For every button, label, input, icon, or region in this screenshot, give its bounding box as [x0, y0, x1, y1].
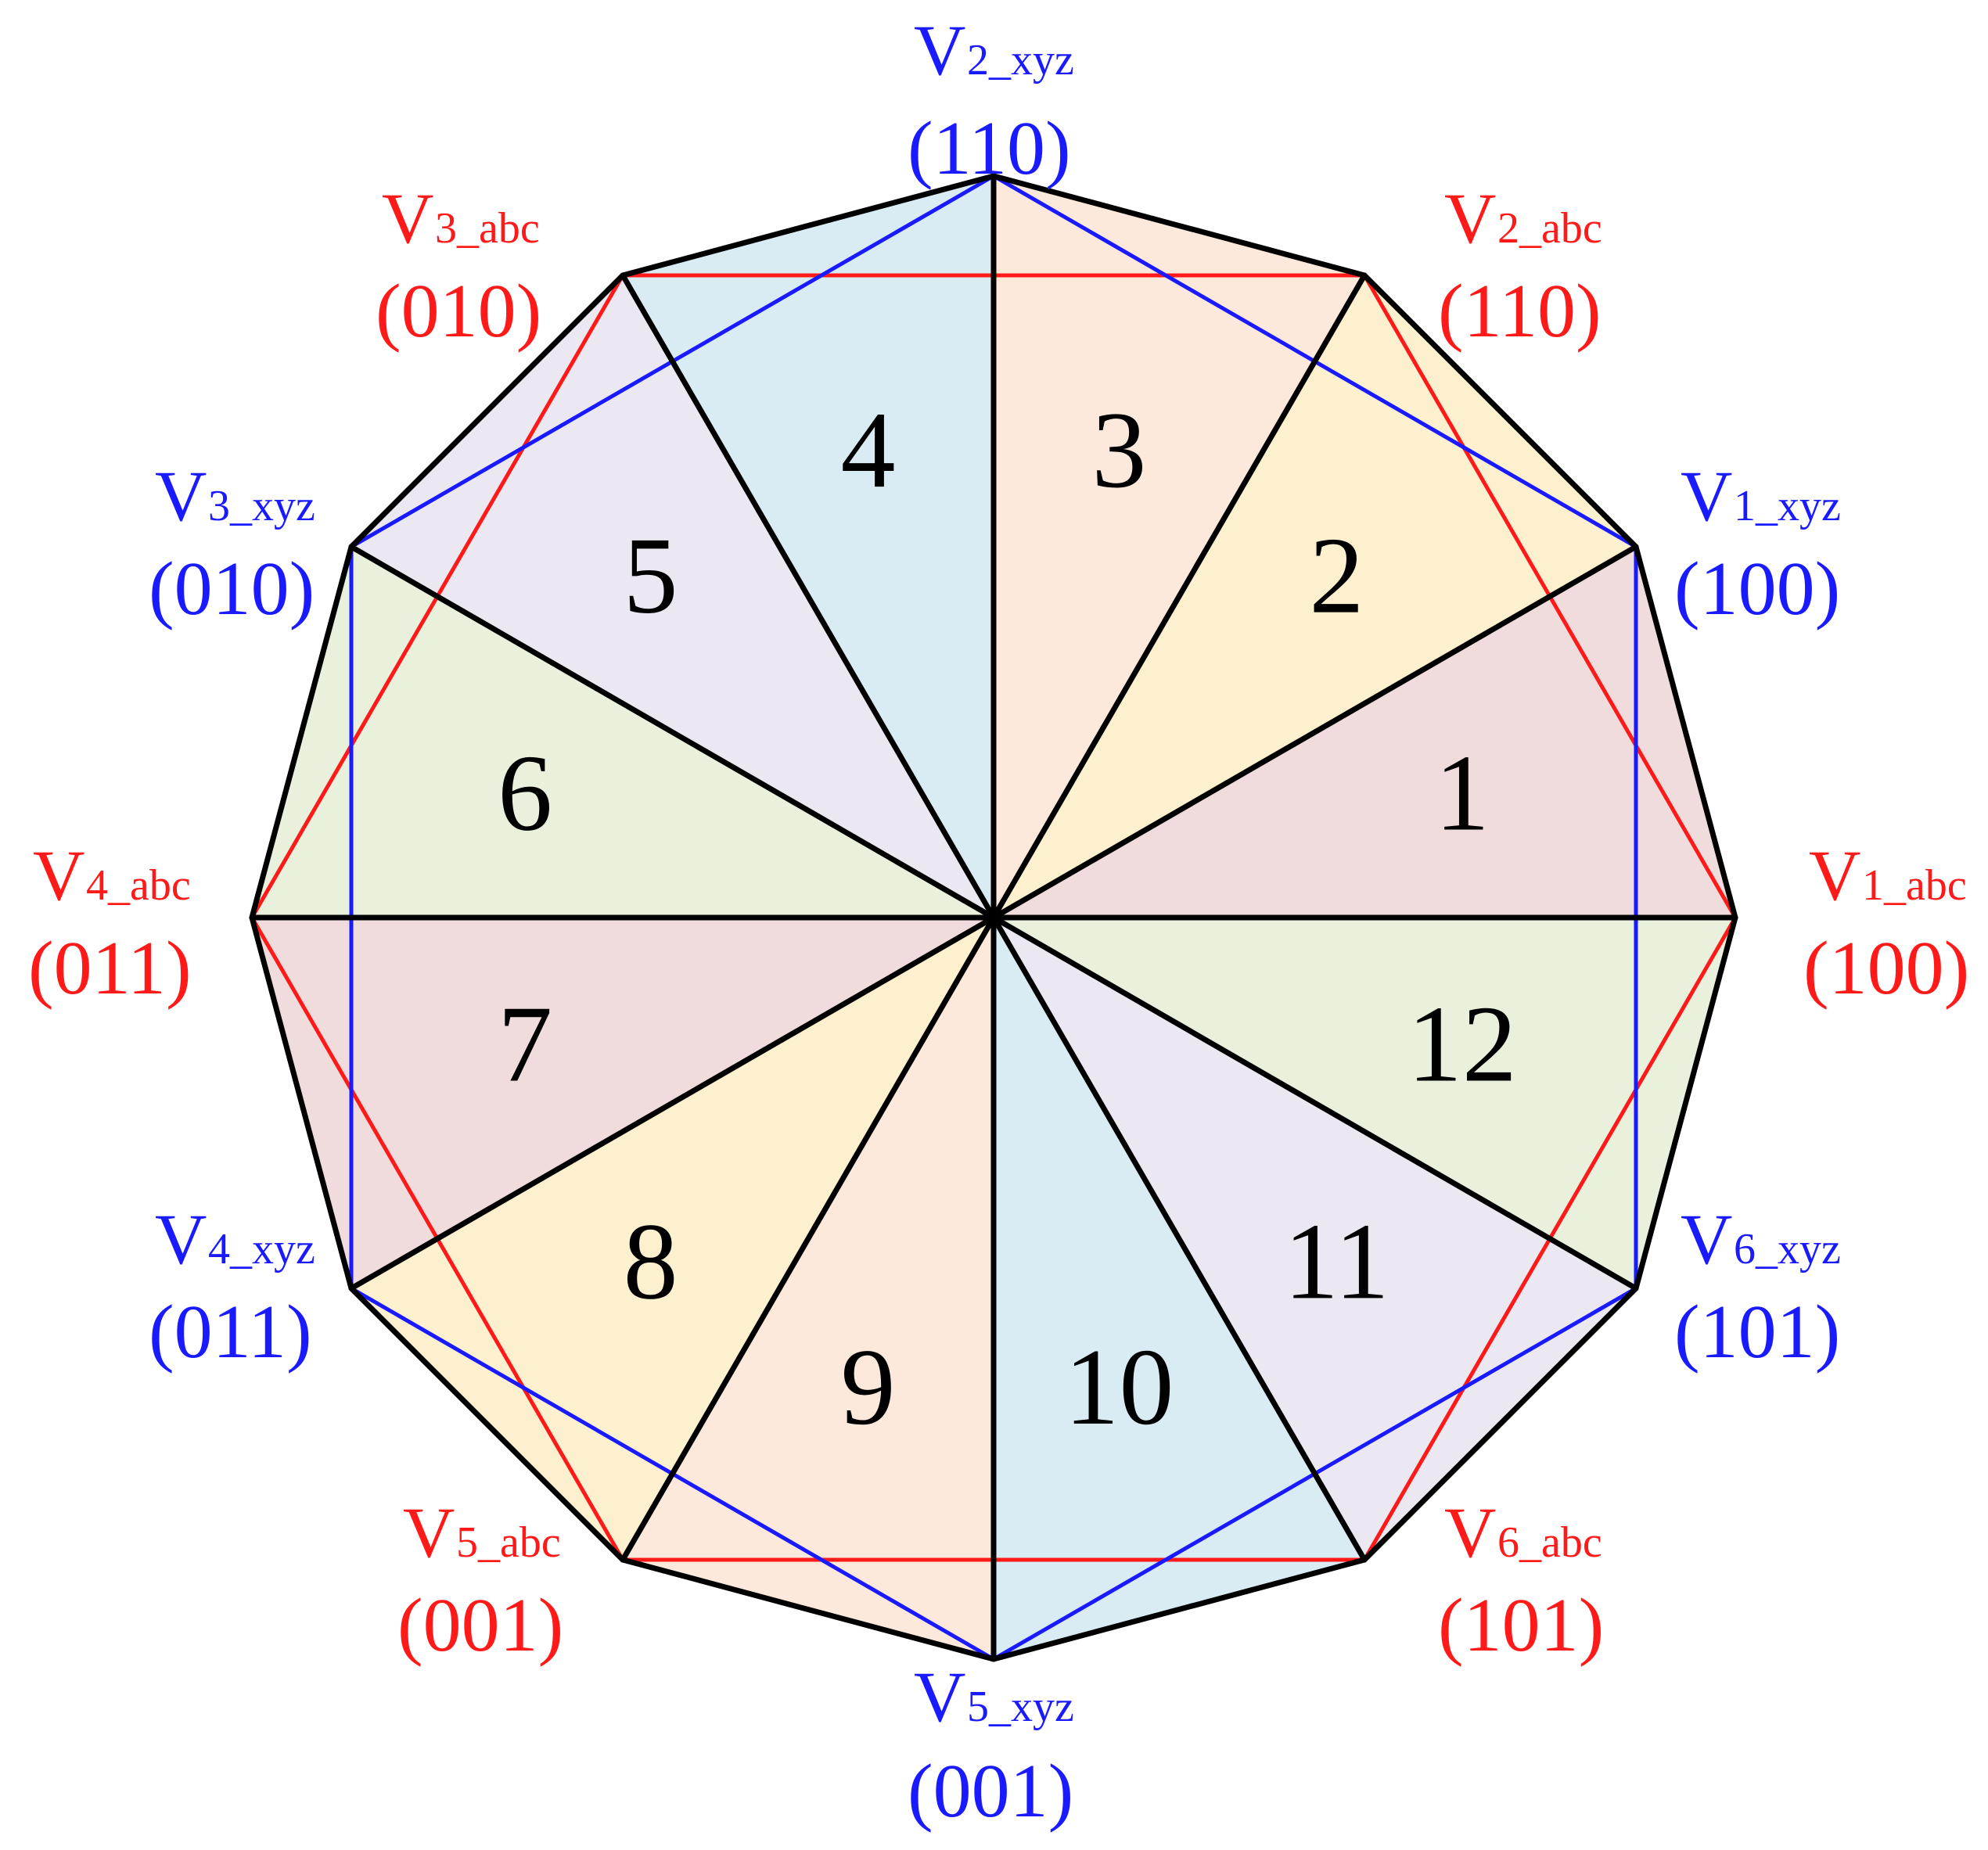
spoke-8	[348, 914, 997, 1291]
v2-xyz-subscript: 2_xyz	[967, 36, 1074, 84]
sector-number-10: 10	[1064, 1327, 1174, 1448]
v5-abc-symbol: V	[403, 1493, 455, 1572]
sector-6-fill	[252, 547, 994, 918]
v6-abc-label: V 6_abc (101)	[1438, 1493, 1604, 1668]
v4-abc-code: (011)	[28, 926, 192, 1011]
sector-number-11: 11	[1284, 1201, 1389, 1322]
outline-edge-9	[620, 1557, 997, 1662]
v2-xyz-code: (110)	[908, 106, 1071, 191]
sector-10-fill	[994, 918, 1364, 1659]
outline-edge-4	[620, 173, 997, 278]
spoke-2	[990, 544, 1639, 921]
v2-abc-subscript: 2_abc	[1497, 204, 1602, 253]
v1-abc-code: (100)	[1803, 926, 1969, 1011]
outline-edge-11	[1361, 1285, 1639, 1563]
sector-number-4: 4	[841, 390, 896, 511]
sector-5-fill	[351, 275, 994, 918]
v6-xyz-code: (101)	[1674, 1290, 1840, 1374]
dodecagon-outline	[249, 173, 1738, 1662]
v2-xyz-symbol: V	[914, 10, 965, 90]
sector-number-9: 9	[841, 1327, 896, 1448]
sector-fills	[252, 176, 1735, 1659]
v1-abc-symbol: V	[1809, 835, 1860, 915]
sector-9-fill	[623, 918, 994, 1659]
spoke-9	[620, 914, 997, 1563]
v5-abc-label: V 5_abc (001)	[397, 1493, 563, 1668]
sector-spokes	[249, 173, 1738, 1662]
v6-abc-code: (101)	[1438, 1583, 1604, 1668]
outline-edge-1	[1633, 544, 1738, 921]
v5-xyz-symbol: V	[914, 1657, 965, 1737]
sector-2-fill	[994, 275, 1636, 918]
sector-4-fill	[623, 176, 994, 918]
v5-xyz-subscript: 5_xyz	[967, 1683, 1074, 1731]
v1-abc-subscript: 1_abc	[1862, 861, 1967, 910]
v1-xyz-code: (100)	[1674, 547, 1840, 631]
v3-xyz-subscript: 3_xyz	[208, 482, 315, 530]
sector-3-fill	[994, 176, 1364, 918]
v4-abc-subscript: 4_abc	[86, 861, 191, 910]
sector-number-12: 12	[1407, 983, 1517, 1105]
v4-xyz-label: V 4_xyz (011)	[149, 1199, 315, 1374]
v5-xyz-label: V 5_xyz (001)	[908, 1657, 1074, 1834]
sector-8-fill	[351, 918, 994, 1560]
sector-number-1: 1	[1435, 733, 1490, 854]
v2-abc-code: (110)	[1438, 269, 1602, 354]
spoke-5	[620, 272, 997, 921]
outline-edge-8	[348, 1285, 626, 1563]
spoke-12	[990, 914, 1639, 1291]
v5-abc-code: (001)	[397, 1583, 563, 1668]
v6-xyz-subscript: 6_xyz	[1734, 1225, 1841, 1273]
xyz-vector-labels: V 1_xyz (100) V 2_xyz (110) V 3_xyz (010…	[149, 10, 1841, 1834]
outline-edge-2	[1361, 272, 1639, 550]
v3-abc-symbol: V	[382, 178, 433, 258]
v4-xyz-subscript: 4_xyz	[208, 1225, 315, 1273]
sector-12-fill	[994, 918, 1735, 1288]
v2-abc-label: V 2_abc (110)	[1438, 178, 1602, 354]
outline-edge-12	[1633, 914, 1738, 1291]
sector-number-6: 6	[498, 733, 552, 854]
v4-xyz-symbol: V	[155, 1199, 207, 1279]
outline-edge-3	[990, 173, 1368, 278]
v1-xyz-label: V 1_xyz (100)	[1674, 456, 1841, 631]
v6-xyz-symbol: V	[1681, 1199, 1732, 1279]
v2-xyz-label: V 2_xyz (110)	[908, 10, 1074, 191]
sector-number-2: 2	[1309, 515, 1364, 637]
sector-7-fill	[252, 918, 994, 1288]
v3-xyz-code: (010)	[149, 547, 315, 631]
v3-xyz-label: V 3_xyz (010)	[149, 456, 315, 631]
v2-abc-symbol: V	[1444, 178, 1496, 258]
spoke-11	[990, 914, 1368, 1563]
spoke-6	[348, 544, 997, 921]
v5-abc-subscript: 5_abc	[456, 1518, 561, 1567]
outline-edge-7	[249, 914, 354, 1291]
sector-number-5: 5	[624, 515, 678, 637]
v1-abc-label: V 1_abc (100)	[1803, 835, 1969, 1011]
v3-abc-code: (010)	[376, 269, 541, 354]
v1-xyz-subscript: 1_xyz	[1734, 482, 1841, 530]
v3-xyz-symbol: V	[155, 456, 207, 536]
sector-1-fill	[994, 547, 1735, 918]
outline-edge-10	[990, 1557, 1368, 1662]
sector-11-fill	[994, 918, 1636, 1560]
v5-xyz-code: (001)	[908, 1749, 1073, 1834]
v4-xyz-code: (011)	[149, 1290, 312, 1374]
sector-number-7: 7	[498, 983, 552, 1105]
v6-xyz-label: V 6_xyz (101)	[1674, 1199, 1841, 1374]
v6-abc-subscript: 6_abc	[1497, 1518, 1602, 1567]
sector-number-3: 3	[1091, 390, 1146, 511]
v3-abc-subscript: 3_abc	[435, 204, 540, 253]
v4-abc-symbol: V	[33, 835, 84, 915]
sector-number-8: 8	[624, 1201, 678, 1322]
v4-abc-label: V 4_abc (011)	[28, 835, 192, 1011]
v6-abc-symbol: V	[1444, 1493, 1496, 1572]
abc-vector-labels: V 1_abc (100) V 2_abc (110) V 3_abc (010…	[28, 178, 1969, 1668]
v1-xyz-symbol: V	[1681, 456, 1732, 536]
outline-edge-5	[348, 272, 626, 550]
spoke-3	[990, 272, 1368, 921]
outline-edge-6	[249, 544, 354, 921]
v3-abc-label: V 3_abc (010)	[376, 178, 541, 354]
